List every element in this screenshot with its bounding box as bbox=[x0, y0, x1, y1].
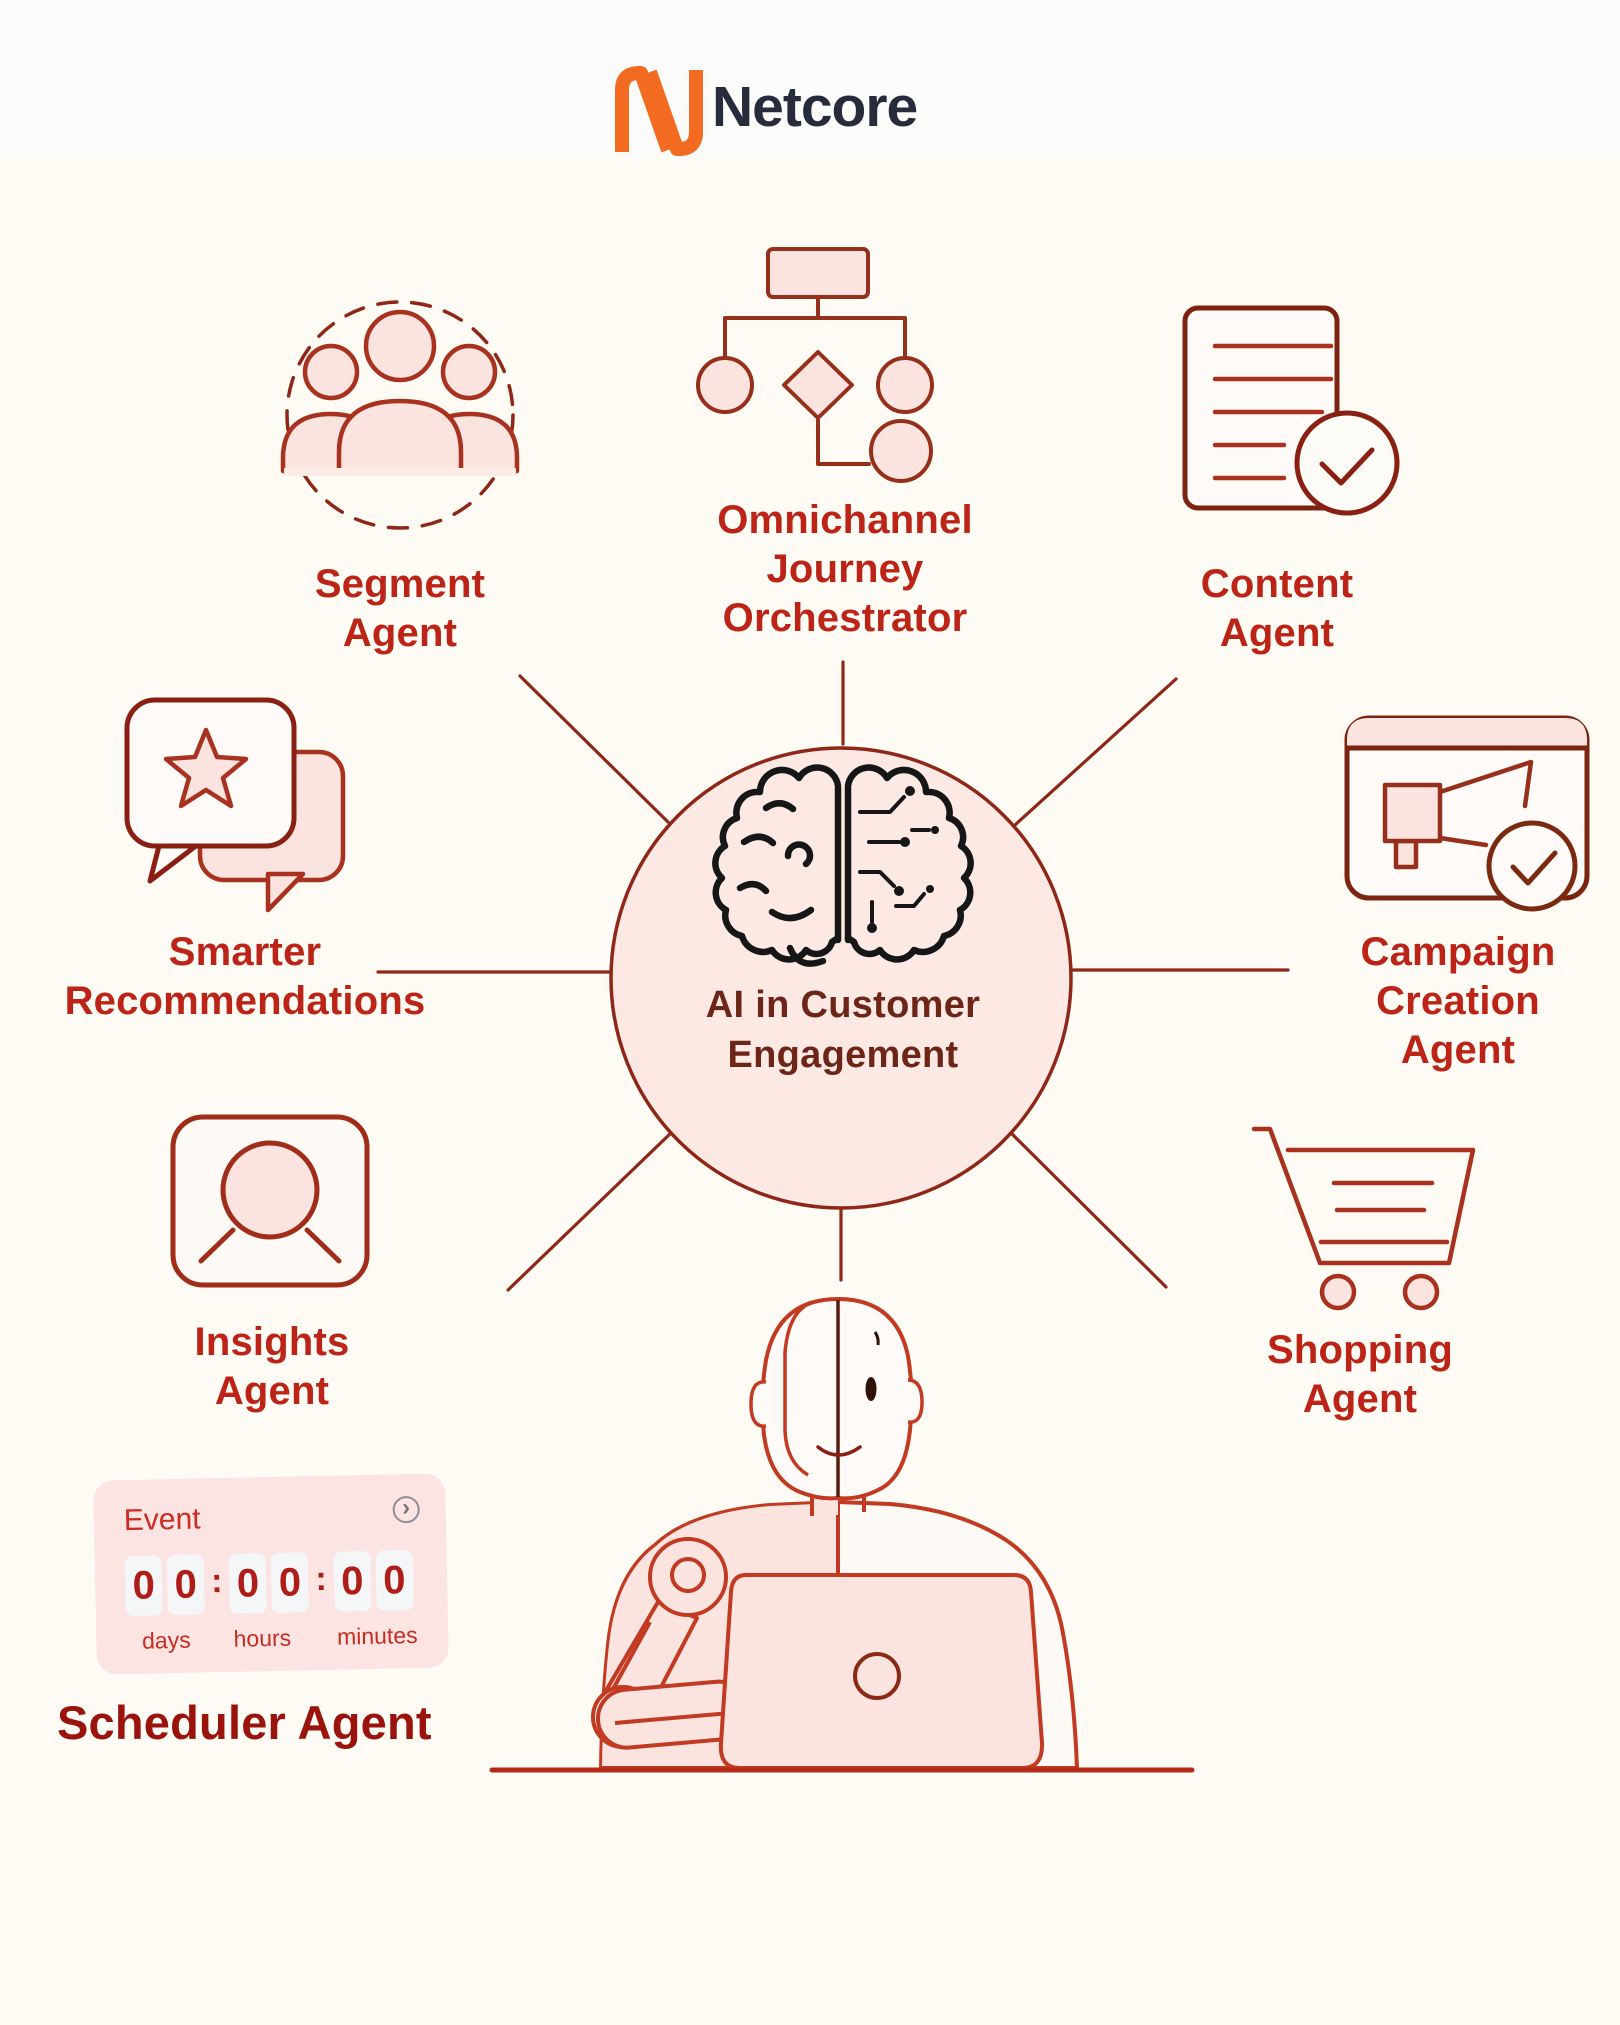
label-campaign-creation-agent: Campaign Creation Agent bbox=[1360, 930, 1556, 1072]
unit-minutes: minutes bbox=[336, 1621, 418, 1650]
center-title: AI in Customer Engagement bbox=[705, 984, 981, 1077]
people-group-icon bbox=[280, 300, 520, 530]
connector-upper-left bbox=[518, 674, 670, 824]
chevron-right-icon: › bbox=[392, 1494, 420, 1524]
brain-half-circuit-icon bbox=[712, 764, 974, 967]
robot-eye bbox=[865, 1377, 877, 1401]
flowchart-icon bbox=[696, 247, 934, 483]
countdown-timer: 0 0 : 0 0 : 0 0 bbox=[124, 1550, 419, 1617]
digit-box: 0 bbox=[228, 1553, 268, 1614]
laptop-logo bbox=[853, 1652, 901, 1700]
digit-box: 0 bbox=[333, 1550, 372, 1612]
event-countdown-card: Event › 0 0 : 0 0 : 0 0 days hours minut… bbox=[93, 1473, 449, 1675]
browser-megaphone-check-icon bbox=[1344, 715, 1590, 912]
label-omnichannel-journey-orchestrator: Omnichannel Journey Orchestrator bbox=[717, 498, 973, 640]
unit-days: days bbox=[141, 1626, 191, 1654]
shopping-cart-icon bbox=[1251, 1126, 1476, 1311]
connector-lines bbox=[376, 660, 1290, 1292]
connector-lower-left bbox=[506, 1130, 674, 1292]
digit-box: 0 bbox=[166, 1554, 205, 1616]
laptop bbox=[718, 1573, 1045, 1770]
timer-separator: : bbox=[210, 1561, 223, 1600]
digit-box: 0 bbox=[124, 1555, 163, 1617]
label-shopping-agent: Shopping Agent bbox=[1267, 1328, 1453, 1421]
top-band bbox=[0, 0, 1620, 158]
event-card-title: Event bbox=[123, 1502, 201, 1538]
label-insights-agent: Insights Agent bbox=[194, 1320, 350, 1413]
robot-illustration bbox=[489, 1296, 1195, 1773]
label-scheduler-agent: Scheduler Agent bbox=[57, 1696, 432, 1749]
label-segment-agent: Segment Agent bbox=[314, 562, 486, 655]
label-content-agent: Content Agent bbox=[1200, 562, 1354, 655]
digit-box: 0 bbox=[375, 1550, 414, 1611]
label-smarter-recommendations: Smarter Recommendations bbox=[64, 930, 426, 1023]
chat-star-icon bbox=[124, 697, 346, 913]
connector-lower-right bbox=[1006, 1128, 1168, 1289]
star-icon bbox=[163, 727, 249, 809]
connector-upper-right bbox=[1013, 677, 1178, 827]
document-check-icon bbox=[1182, 305, 1400, 516]
unit-hours: hours bbox=[233, 1624, 292, 1652]
timer-separator: : bbox=[315, 1559, 328, 1598]
robot-smile bbox=[816, 1445, 862, 1457]
digit-box: 0 bbox=[270, 1552, 310, 1613]
profile-search-icon bbox=[170, 1114, 370, 1288]
brand-wordmark: Netcore bbox=[712, 75, 918, 139]
netcore-logo-icon bbox=[615, 66, 703, 156]
center-circle bbox=[609, 746, 1073, 1210]
